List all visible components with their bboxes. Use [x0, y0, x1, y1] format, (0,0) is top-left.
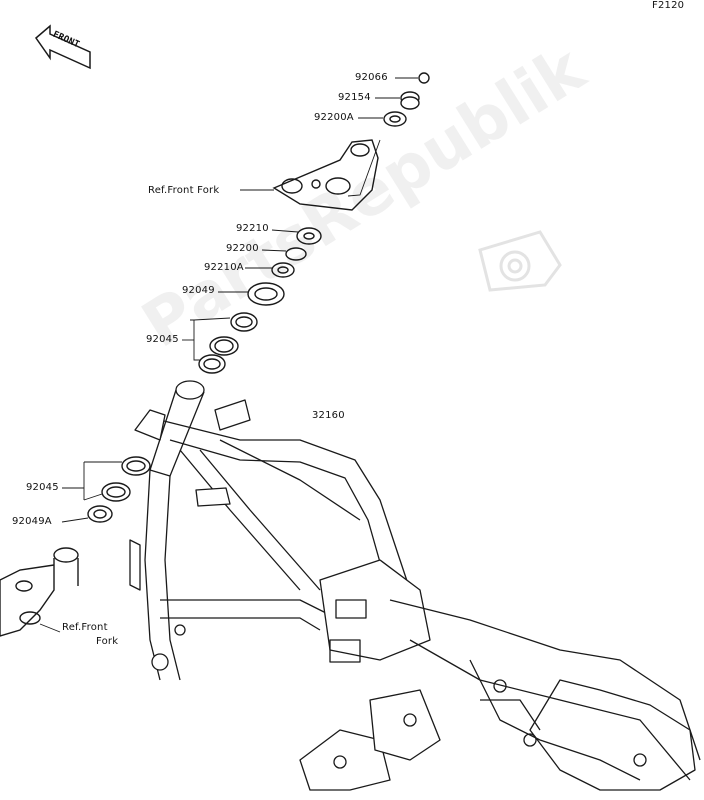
part-label-32160[interactable]: 32160 [312, 410, 345, 421]
ref-front-fork-lower-line2[interactable]: Fork [96, 636, 119, 647]
part-label-92049a[interactable]: 92049A [12, 516, 52, 527]
ref-front-fork-lower-line1[interactable]: Ref.Front [62, 622, 108, 633]
part-label-92210a[interactable]: 92210A [204, 262, 244, 273]
watermark-logo-icon [478, 230, 562, 292]
ref-front-fork-upper[interactable]: Ref.Front Fork [148, 185, 220, 196]
part-label-92045-upper[interactable]: 92045 [146, 334, 179, 345]
part-label-92049[interactable]: 92049 [182, 285, 215, 296]
part-label-92066[interactable]: 92066 [355, 72, 388, 83]
part-label-92200[interactable]: 92200 [226, 243, 259, 254]
frame-drawing [129, 380, 701, 791]
part-label-92045-lower[interactable]: 92045 [26, 482, 59, 493]
part-label-92154[interactable]: 92154 [338, 92, 371, 103]
leader-lines [39, 77, 418, 633]
upper-parts [198, 72, 430, 374]
front-arrow-icon [34, 24, 91, 70]
part-label-92210[interactable]: 92210 [236, 223, 269, 234]
part-label-92200a[interactable]: 92200A [314, 112, 354, 123]
lower-parts [0, 456, 151, 637]
figure-id: F2120 [652, 0, 685, 11]
